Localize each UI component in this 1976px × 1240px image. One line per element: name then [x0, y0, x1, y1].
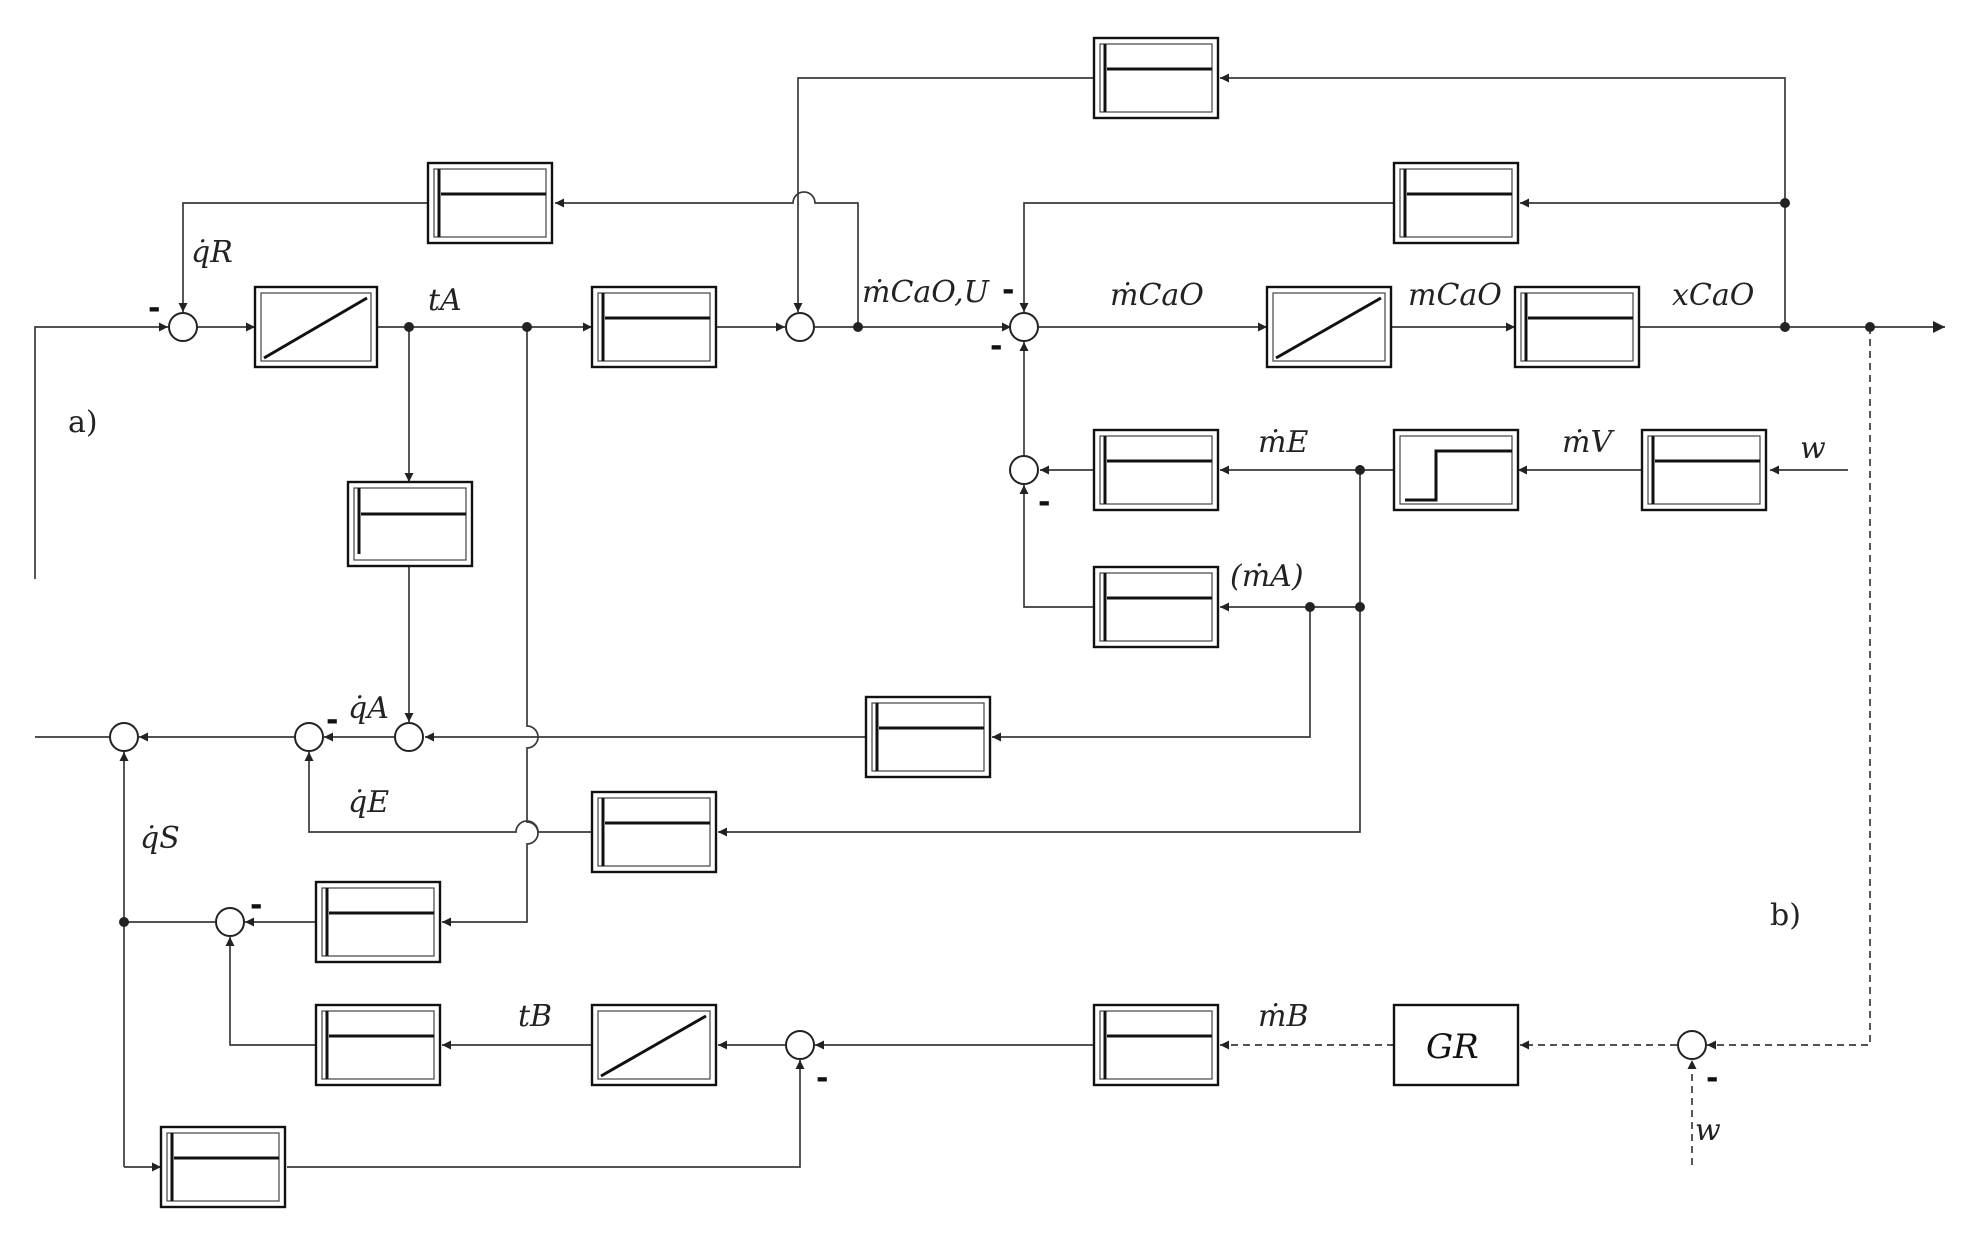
- block-proportional-tB: [314, 1003, 442, 1087]
- summing-junctions: [109, 312, 1707, 1060]
- block-proportional-top: [1092, 36, 1220, 120]
- svg-text:-: -: [1038, 485, 1050, 520]
- label-GR: GR: [1426, 1027, 1479, 1067]
- block-proportional-qA: [864, 695, 992, 779]
- svg-text:-: -: [1706, 1061, 1718, 1096]
- label-qA: q̇A: [348, 691, 389, 726]
- label-mA: (ṁA): [1230, 559, 1304, 594]
- label-tB: tB: [518, 999, 552, 1034]
- label-qR: q̇R: [191, 235, 233, 270]
- label-mCaO-rate: ṁCaO: [1110, 278, 1204, 313]
- label-w-top: w: [1800, 431, 1826, 466]
- block-proportional-mV: [1640, 428, 1768, 512]
- label-tA: tA: [428, 283, 462, 318]
- block-integrator-mCaO: [1265, 285, 1393, 369]
- label-w-bottom: w: [1695, 1113, 1721, 1148]
- svg-text:-: -: [250, 888, 262, 923]
- block-controller-GR: [1392, 1003, 1520, 1087]
- signal-labels: q̇R tA ṁCaO,U ṁCaO mCaO xCaO ṁE ṁV w (ṁA…: [68, 235, 1826, 1148]
- block-deadtime: [1392, 428, 1520, 512]
- minus-signs: - - - - - - - -: [148, 273, 1718, 1096]
- block-proportional-xCaO: [1513, 285, 1641, 369]
- block-integrator-tA: [253, 285, 379, 369]
- svg-text:-: -: [990, 329, 1002, 364]
- label-mV: ṁV: [1562, 425, 1615, 460]
- label-xCaO: xCaO: [1672, 278, 1754, 313]
- block-proportional-tA-branch: [346, 480, 474, 568]
- block-proportional-qE: [590, 790, 718, 874]
- label-qE: q̇E: [348, 785, 389, 820]
- branch-nodes: [119, 198, 1875, 927]
- block-integrator-tB: [590, 1003, 718, 1087]
- label-part-b: b): [1770, 898, 1801, 933]
- block-proportional-main: [590, 285, 718, 369]
- block-proportional-bottom: [159, 1125, 287, 1209]
- label-qS: q̇S: [140, 821, 180, 856]
- label-mB: ṁB: [1258, 999, 1309, 1034]
- block-proportional-qR: [426, 161, 554, 245]
- label-mCaOU: ṁCaO,U: [862, 275, 991, 310]
- svg-text:-: -: [326, 703, 338, 738]
- block-proportional-mE: [1092, 428, 1220, 512]
- svg-text:-: -: [1002, 273, 1014, 308]
- svg-text:-: -: [816, 1061, 828, 1096]
- block-proportional-mB: [1092, 1003, 1220, 1087]
- block-proportional-mA: [1092, 565, 1220, 649]
- block-proportional-xCaO-feedback: [1392, 161, 1520, 245]
- label-part-a: a): [68, 405, 98, 440]
- label-mE: ṁE: [1258, 425, 1308, 460]
- svg-text:-: -: [148, 291, 160, 326]
- label-mCaO: mCaO: [1408, 278, 1502, 313]
- signal-wires: [34, 73, 1945, 1172]
- block-proportional-qS-upper: [314, 880, 442, 964]
